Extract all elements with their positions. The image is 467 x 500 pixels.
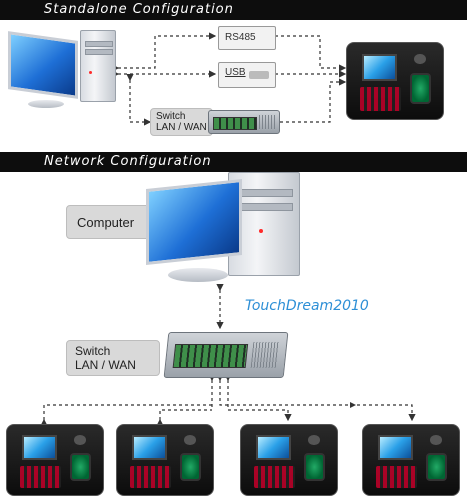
network-monitor-screen bbox=[146, 178, 242, 266]
computer-label-text: Computer bbox=[77, 215, 135, 230]
usb-label: USB bbox=[225, 67, 246, 78]
network-switch-label-line1: Switch bbox=[75, 344, 111, 358]
tower-case bbox=[80, 30, 116, 102]
watermark: TouchDream2010 bbox=[245, 298, 369, 314]
device-1 bbox=[6, 424, 104, 496]
network-monitor-stand bbox=[168, 268, 228, 282]
network-switch-label-line2: LAN / WAN bbox=[75, 358, 136, 372]
rs485-connector: RS485 bbox=[218, 26, 276, 50]
switch-label-line1: Switch bbox=[156, 111, 186, 122]
device-2 bbox=[116, 424, 214, 496]
network-header-title: Network Configuration bbox=[44, 154, 212, 169]
network-header: Network Configuration bbox=[0, 152, 467, 172]
standalone-switch-label: Switch LAN / WAN bbox=[150, 108, 213, 136]
standalone-header-title: Standalone Configuration bbox=[44, 2, 234, 17]
standalone-switch bbox=[208, 110, 280, 134]
switch-label-line2: LAN / WAN bbox=[156, 122, 207, 133]
monitor-stand bbox=[28, 100, 64, 108]
network-switch-label: Switch LAN / WAN bbox=[66, 340, 160, 376]
usb-plug-icon bbox=[249, 71, 269, 79]
device-4 bbox=[362, 424, 460, 496]
standalone-header: Standalone Configuration bbox=[0, 0, 467, 20]
network-switch bbox=[163, 332, 289, 378]
device-3 bbox=[240, 424, 338, 496]
standalone-time-attendance-device bbox=[346, 42, 444, 120]
usb-connector: USB bbox=[218, 62, 276, 88]
rs485-label: RS485 bbox=[225, 32, 256, 43]
network-computer-label: Computer bbox=[66, 205, 158, 239]
monitor-screen bbox=[8, 31, 78, 99]
